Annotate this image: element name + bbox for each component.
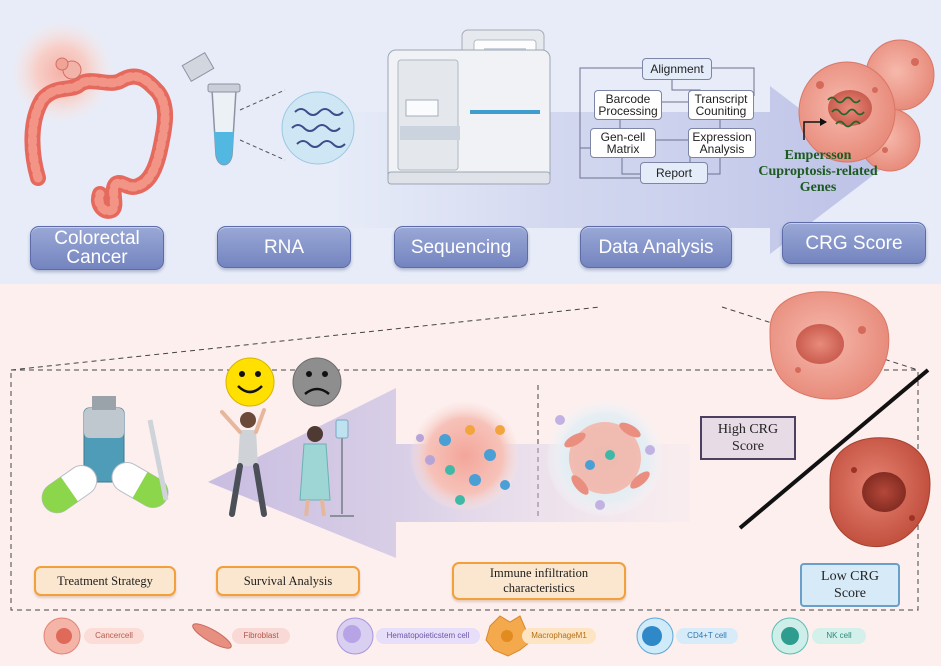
legend-label-macrophage: MacrophageM1 bbox=[522, 628, 596, 644]
tumor-tissue-icon bbox=[411, 402, 519, 510]
happy-face-icon bbox=[225, 357, 275, 407]
data-analysis-label: Data Analysis bbox=[580, 226, 732, 268]
immune-infiltration-label: Immune infiltration characteristics bbox=[452, 562, 626, 600]
crg-cell-cluster-icon bbox=[798, 39, 935, 172]
high-crg-cell-icon bbox=[769, 291, 890, 400]
sequencing-label: Sequencing bbox=[394, 226, 528, 268]
exercising-person-icon bbox=[220, 408, 267, 517]
expression-analysis-box: Expression Analysis bbox=[688, 128, 756, 158]
hematopoietic-stem-cell-icon bbox=[336, 617, 374, 655]
colorectal-cancer-label: Colorectal Cancer bbox=[30, 226, 164, 270]
sad-face-icon bbox=[292, 357, 342, 407]
crg-score-label: CRG Score bbox=[782, 222, 926, 264]
low-crg-score-box: Low CRG Score bbox=[800, 563, 900, 607]
high-crg-score-box: High CRG Score bbox=[700, 416, 796, 460]
legend-label-cancer-cell: Cancercell bbox=[84, 628, 144, 644]
report-box: Report bbox=[640, 162, 708, 184]
sequencer-icon bbox=[387, 29, 551, 185]
legend-label-fibroblast: Fibroblast bbox=[232, 628, 290, 644]
legend-label-nk-cell: NK cell bbox=[812, 628, 866, 644]
colon-icon bbox=[10, 20, 173, 219]
legend-label-hematopoietic: Hematopoieticstem cell bbox=[376, 628, 480, 644]
expression-genes-text: Empersson Cuproptosis-related Genes bbox=[758, 148, 878, 195]
immune-tissue-icon bbox=[547, 400, 663, 516]
patient-with-iv-icon bbox=[299, 419, 354, 517]
rna-tube-icon bbox=[181, 52, 286, 166]
rna-strands-icon bbox=[281, 91, 355, 165]
score-divider bbox=[738, 368, 930, 530]
legend-icons bbox=[43, 615, 809, 657]
barcode-processing-box: Barcode Processing bbox=[594, 90, 662, 120]
legend-label-cd4-t-cell: CD4+T cell bbox=[676, 628, 738, 644]
treatment-strategy-label: Treatment Strategy bbox=[34, 566, 176, 596]
survival-analysis-label: Survival Analysis bbox=[216, 566, 360, 596]
medicine-icon bbox=[41, 396, 169, 514]
rna-label: RNA bbox=[217, 226, 351, 268]
cd4-t-cell-icon bbox=[636, 617, 674, 655]
cancer-cell-icon bbox=[43, 617, 81, 655]
low-crg-cell-icon bbox=[829, 437, 931, 548]
nk-cell-icon bbox=[771, 617, 809, 655]
transcript-counting-box: Transcript Couniting bbox=[688, 90, 754, 120]
gen-cell-matrix-box: Gen-cell Matrix bbox=[590, 128, 656, 158]
fibroblast-icon bbox=[192, 623, 232, 649]
alignment-box: Alignment bbox=[642, 58, 712, 80]
